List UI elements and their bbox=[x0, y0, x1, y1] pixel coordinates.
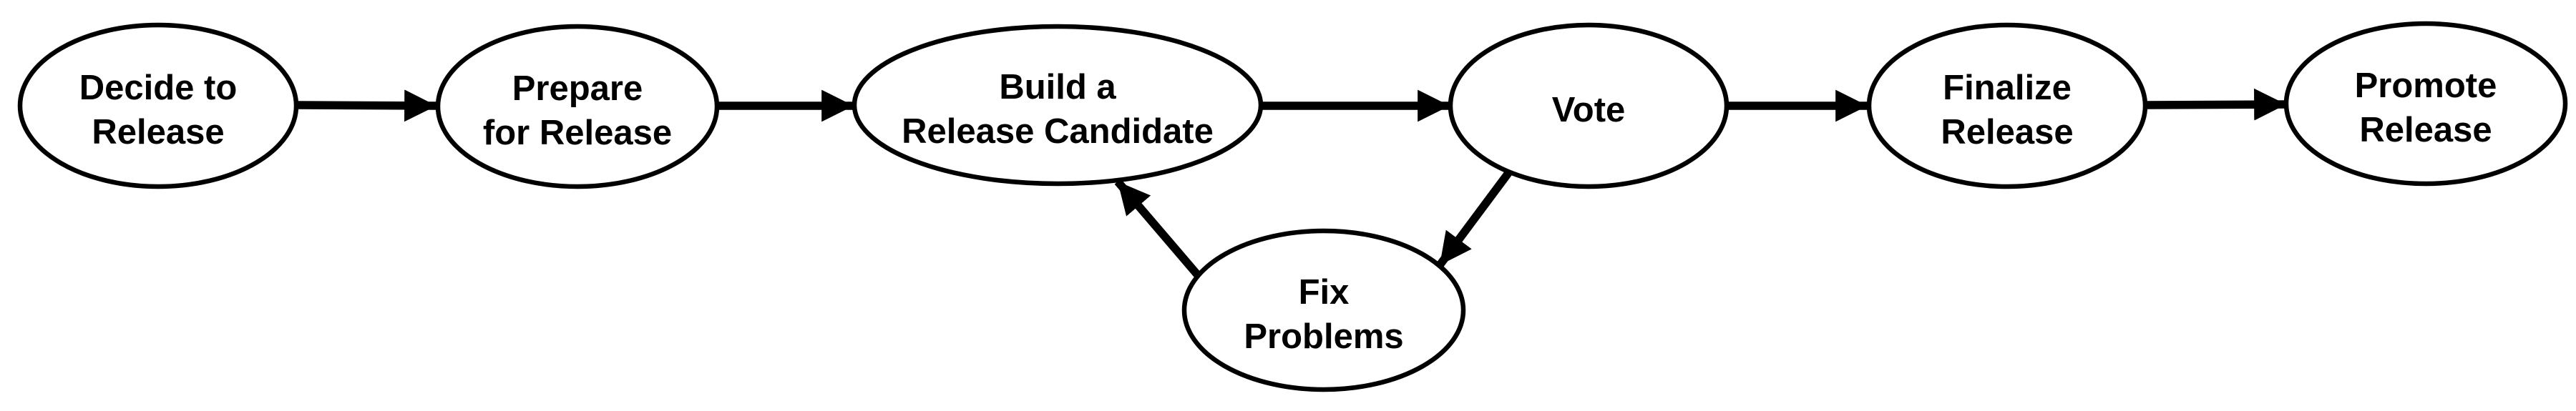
node-fix-problems-ellipse bbox=[1181, 228, 1466, 392]
node-finalize-release-ellipse bbox=[1866, 22, 2148, 189]
edge-fix-problems-to-build-release-candidate bbox=[1114, 179, 1201, 278]
node-prepare-for-release-ellipse bbox=[435, 24, 720, 189]
node-decide-to-release-ellipse bbox=[17, 22, 299, 189]
edges-layer bbox=[297, 88, 2287, 278]
edge-finalize-release-to-promote-release bbox=[2145, 88, 2287, 121]
node-build-release-candidate-ellipse bbox=[852, 24, 1264, 187]
node-vote-label: Vote bbox=[1552, 91, 1626, 129]
node-vote-ellipse bbox=[1448, 22, 1729, 189]
edge-vote-to-fix-problems bbox=[1436, 170, 1512, 268]
node-vote: Vote bbox=[1448, 22, 1729, 189]
node-promote-release-ellipse bbox=[2283, 21, 2568, 187]
edge-decide-to-release-to-prepare-for-release bbox=[297, 89, 437, 122]
